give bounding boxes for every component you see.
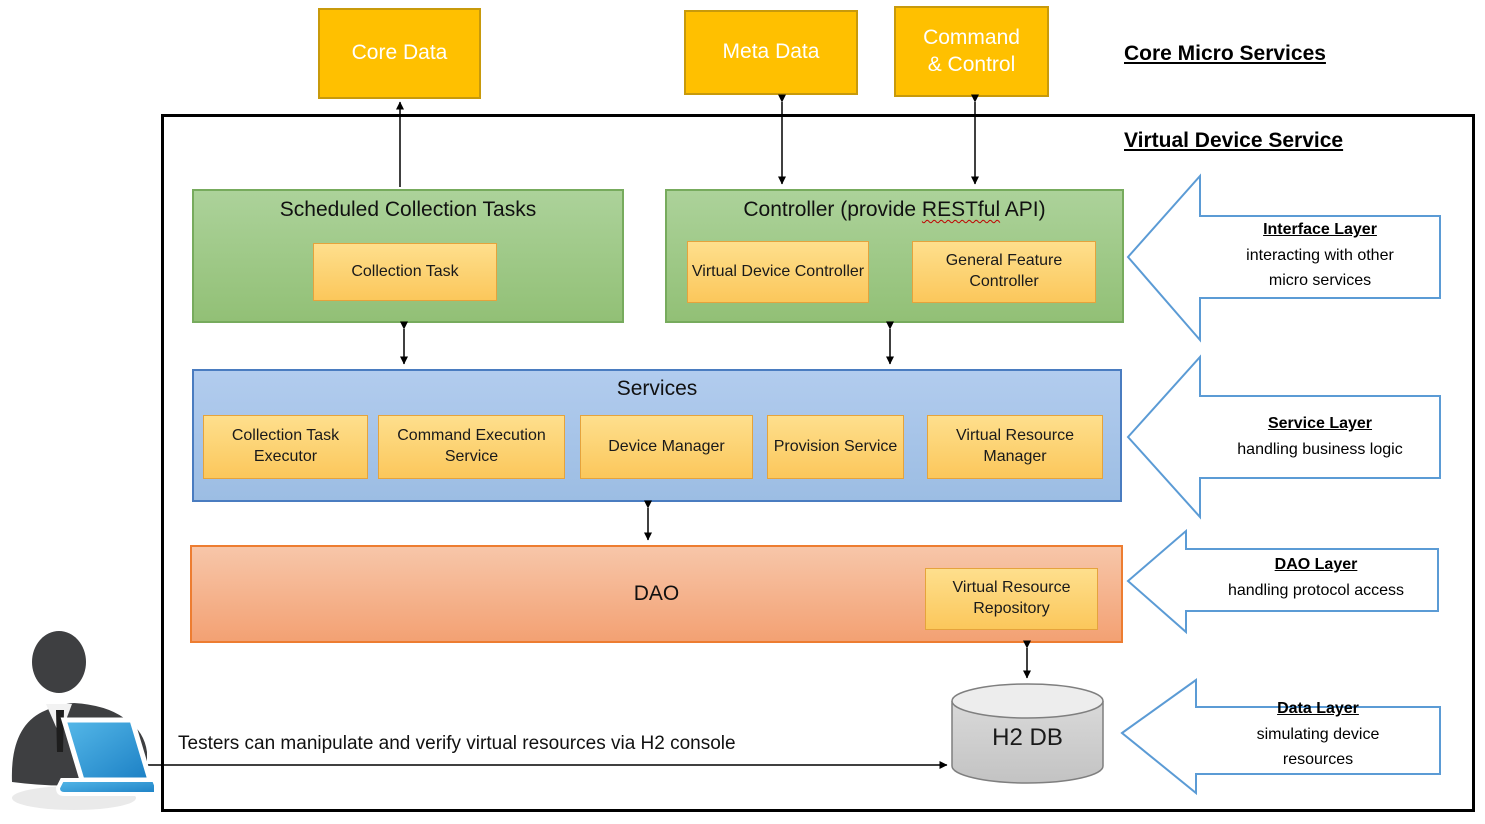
collection-task-box: Collection Task	[313, 243, 497, 301]
controller-title-restful: RESTful	[921, 198, 1001, 221]
services-title: Services	[616, 377, 698, 400]
core-data-box: Core Data	[318, 8, 481, 99]
core-micro-services-heading: Core Micro Services	[1124, 42, 1326, 65]
collection-task-executor-box: Collection Task Executor	[203, 415, 368, 479]
data-layer-desc-line1: simulating device	[1256, 726, 1380, 743]
interface-layer-desc-line1: interacting with other	[1246, 247, 1394, 264]
provision-service-label: Provision Service	[773, 437, 898, 455]
virtual-resource-repository-box: Virtual Resource Repository	[925, 568, 1098, 630]
data-layer-title: Data Layer	[1277, 700, 1359, 717]
collection-task-label: Collection Task	[351, 262, 459, 280]
virtual-device-controller-label: Virtual Device Controller	[691, 262, 865, 280]
general-feature-controller-label: General Feature Controller	[945, 252, 1063, 290]
virtual-resource-manager-box: Virtual Resource Manager	[927, 415, 1103, 479]
meta-data-label: Meta Data	[722, 40, 820, 64]
virtual-resource-repository-label: Virtual Resource Repository	[952, 579, 1071, 617]
command-execution-service-label: Command Execution Service	[397, 427, 546, 465]
device-manager-box: Device Manager	[580, 415, 753, 479]
core-data-label: Core Data	[351, 41, 448, 65]
command-control-label-line2: & Control	[927, 52, 1016, 76]
tester-person-icon	[11, 631, 154, 810]
dao-title: DAO	[633, 582, 680, 605]
controller-title: Controller (provide RESTful API)	[665, 198, 1124, 222]
command-control-box: Command & Control	[894, 6, 1049, 97]
dao-layer-title: DAO Layer	[1274, 556, 1358, 573]
service-layer-title: Service Layer	[1267, 415, 1373, 432]
service-layer-desc-line1: handling business logic	[1237, 441, 1403, 458]
interface-layer-desc-line2: micro services	[1268, 272, 1372, 289]
meta-data-box: Meta Data	[684, 10, 858, 95]
virtual-device-service-boundary	[161, 114, 1475, 812]
virtual-device-controller-box: Virtual Device Controller	[687, 241, 869, 303]
controller-title-suffix: API)	[1000, 198, 1046, 221]
scheduled-collection-tasks-title: Scheduled Collection Tasks	[279, 198, 537, 221]
controller-title-prefix: Controller (provide	[743, 198, 922, 221]
command-execution-service-box: Command Execution Service	[378, 415, 565, 479]
provision-service-box: Provision Service	[767, 415, 904, 479]
interface-layer-title: Interface Layer	[1263, 221, 1377, 238]
command-control-label-line1: Command	[923, 26, 1020, 50]
virtual-resource-manager-label: Virtual Resource Manager	[956, 427, 1074, 465]
tester-note: Testers can manipulate and verify virtua…	[178, 733, 736, 754]
dao-layer-desc-line1: handling protocol access	[1227, 582, 1405, 599]
virtual-device-service-heading: Virtual Device Service	[1124, 129, 1344, 152]
h2db-label: H2 DB	[992, 724, 1063, 751]
general-feature-controller-box: General Feature Controller	[912, 241, 1096, 303]
data-layer-desc-line2: resources	[1282, 751, 1354, 768]
device-manager-label: Device Manager	[608, 437, 725, 455]
collection-task-executor-label: Collection Task Executor	[231, 427, 340, 465]
